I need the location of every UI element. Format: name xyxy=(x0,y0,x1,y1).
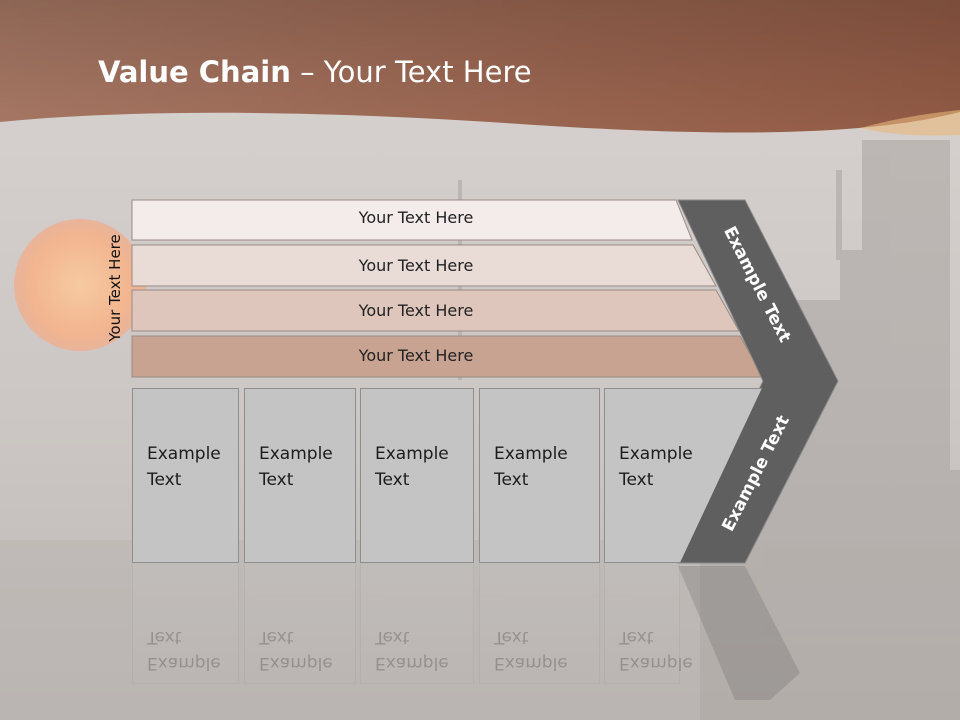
reflection-text: Example Text xyxy=(494,624,568,676)
bar-label-4: Your Text Here xyxy=(358,346,474,365)
card-line: Text xyxy=(494,627,529,647)
card-reflection: Example Text xyxy=(132,564,239,684)
card-line: Text xyxy=(619,470,654,490)
card-line: Example xyxy=(619,444,693,464)
card-line: Text xyxy=(259,470,294,490)
card-line: Text xyxy=(375,627,410,647)
card-reflection: Example Text xyxy=(360,564,474,684)
card-line: Example xyxy=(494,444,568,464)
title-bold: Value Chain xyxy=(98,55,291,89)
card-line: Text xyxy=(619,627,654,647)
card-line: Example xyxy=(619,653,693,673)
card-line: Example xyxy=(375,444,449,464)
card-reflection: Example Text xyxy=(604,564,693,684)
reflection-text: Example Text xyxy=(619,624,693,676)
card-reflection: Example Text xyxy=(479,564,600,684)
reflection-text: Example Text xyxy=(259,624,333,676)
bars-group xyxy=(131,199,764,378)
card-line: Text xyxy=(494,470,529,490)
card-reflection: Example Text xyxy=(244,564,356,684)
bar-label-1: Your Text Here xyxy=(358,208,474,227)
card-line: Example xyxy=(259,653,333,673)
bar-shape xyxy=(131,199,693,241)
title-rest: – Your Text Here xyxy=(290,55,532,89)
card-line: Example xyxy=(147,444,221,464)
side-label: Your Text Here xyxy=(106,234,124,342)
card-line: Example xyxy=(259,444,333,464)
bar-label-2: Your Text Here xyxy=(358,256,474,275)
card-line: Example xyxy=(375,653,449,673)
chevron-reflection xyxy=(678,566,800,700)
card-line: Text xyxy=(259,627,294,647)
bar-shape xyxy=(131,244,717,287)
sun-shape xyxy=(14,219,146,351)
card-line: Text xyxy=(147,470,182,490)
card-line: Text xyxy=(375,470,410,490)
reflection-text: Example Text xyxy=(147,624,221,676)
card-line: Example xyxy=(147,653,221,673)
bar-label-3: Your Text Here xyxy=(358,301,474,320)
chevron-shape xyxy=(677,199,839,564)
card-line: Text xyxy=(147,627,182,647)
slide-title: Value Chain – Your Text Here xyxy=(98,55,532,89)
reflection-text: Example Text xyxy=(375,624,449,676)
card-line: Example xyxy=(494,653,568,673)
